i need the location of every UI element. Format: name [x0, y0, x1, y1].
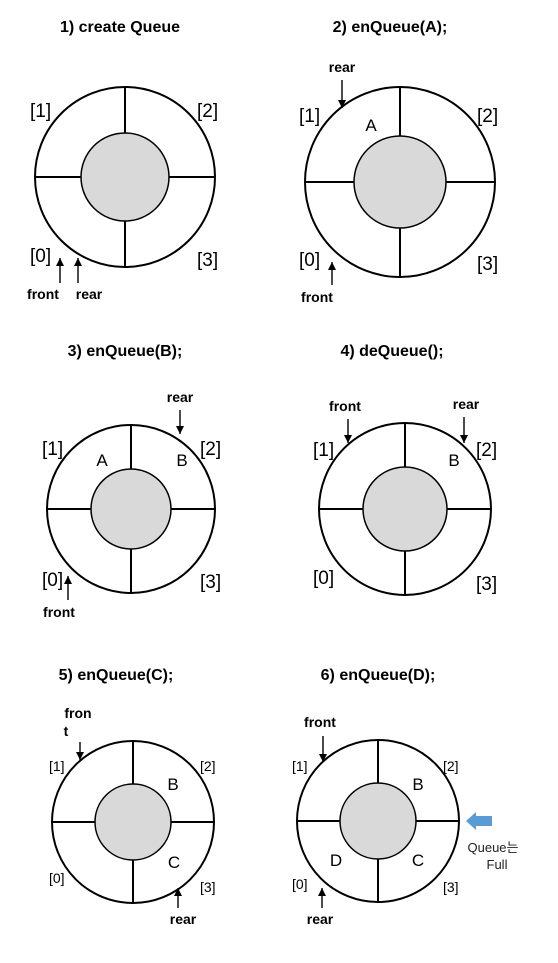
front-pointer-arrow	[328, 262, 336, 285]
cell-value-2: B	[167, 775, 178, 794]
queue-hub	[362, 466, 448, 552]
index-label-1: [1]	[42, 439, 63, 460]
front-pointer-label: front	[27, 286, 59, 302]
cell-value-2: B	[176, 451, 187, 470]
index-label-3: [3]	[476, 574, 497, 595]
front-pointer-label: t	[64, 723, 69, 739]
queue-full-note: Queue는 Full	[466, 812, 519, 872]
index-label-2: [2]	[477, 106, 498, 127]
panel-title: 3) enQueue(B);	[68, 343, 183, 360]
cell-value-3: C	[168, 853, 180, 872]
rear-pointer-label: rear	[453, 396, 480, 412]
index-label-1: [1]	[299, 106, 320, 127]
index-label-2: [2]	[200, 439, 221, 460]
front-pointer-arrow	[56, 258, 64, 283]
rear-pointer-label: rear	[170, 911, 197, 927]
front-pointer-arrow	[64, 576, 72, 600]
panel-title: 1) create Queue	[60, 19, 180, 36]
rear-pointer-arrow	[318, 888, 326, 908]
panel-title: 2) enQueue(A);	[333, 19, 448, 36]
index-label-2: [2]	[197, 101, 218, 122]
panel-title: 4) deQueue();	[340, 343, 443, 360]
index-label-1: [1]	[30, 101, 51, 122]
index-label-0: [0]	[313, 568, 334, 589]
front-pointer-arrow	[76, 742, 84, 760]
index-label-1: [1]	[313, 440, 334, 461]
rear-pointer-arrow	[176, 410, 184, 434]
index-label-0: [0]	[299, 250, 320, 271]
queue-hub	[94, 783, 172, 861]
index-label-2: [2]	[200, 758, 216, 774]
rear-pointer-arrow	[460, 417, 468, 443]
front-pointer-label: front	[329, 398, 361, 414]
cell-value-1: A	[365, 116, 377, 135]
rear-pointer-label: rear	[307, 911, 334, 927]
front-pointer-label: fron	[64, 705, 91, 721]
index-label-0: [0]	[30, 246, 51, 267]
cell-value-2: B	[412, 775, 423, 794]
index-label-3: [3]	[200, 572, 221, 593]
index-label-0: [0]	[42, 570, 63, 591]
queue-hub	[339, 782, 417, 860]
index-label-1: [1]	[292, 758, 308, 774]
rear-pointer-arrow	[174, 888, 182, 908]
queue-full-text: Full	[487, 857, 508, 872]
front-pointer-label: front	[43, 604, 75, 620]
panel-title: 5) enQueue(C);	[59, 667, 174, 684]
rear-pointer-arrow	[74, 258, 82, 283]
cell-value-1: A	[96, 451, 108, 470]
index-label-3: [3]	[477, 254, 498, 275]
queue-panel-1: 1) create Queue [0] [1] [2] [3] front rear	[27, 19, 218, 302]
left-arrow-icon	[466, 812, 492, 830]
queue-full-text: Queue는	[468, 840, 519, 855]
index-label-3: [3]	[197, 250, 218, 271]
index-label-2: [2]	[443, 758, 459, 774]
front-pointer-label: front	[301, 289, 333, 305]
rear-pointer-label: rear	[76, 286, 103, 302]
queue-hub	[80, 132, 170, 222]
queue-hub	[353, 135, 447, 229]
front-pointer-label: front	[304, 714, 336, 730]
index-label-0: [0]	[292, 876, 308, 892]
rear-pointer-arrow	[338, 80, 346, 108]
rear-pointer-label: rear	[329, 59, 356, 75]
index-label-0: [0]	[49, 870, 65, 886]
index-label-2: [2]	[476, 440, 497, 461]
cell-value-3: C	[412, 851, 424, 870]
index-label-3: [3]	[443, 879, 459, 895]
index-label-1: [1]	[49, 758, 65, 774]
cell-value-2: B	[448, 451, 459, 470]
front-pointer-arrow	[344, 419, 352, 443]
index-label-3: [3]	[200, 879, 216, 895]
panel-title: 6) enQueue(D);	[321, 667, 436, 684]
front-pointer-arrow	[319, 736, 327, 762]
queue-hub	[90, 468, 172, 550]
cell-value-0: D	[330, 851, 342, 870]
rear-pointer-label: rear	[167, 389, 194, 405]
